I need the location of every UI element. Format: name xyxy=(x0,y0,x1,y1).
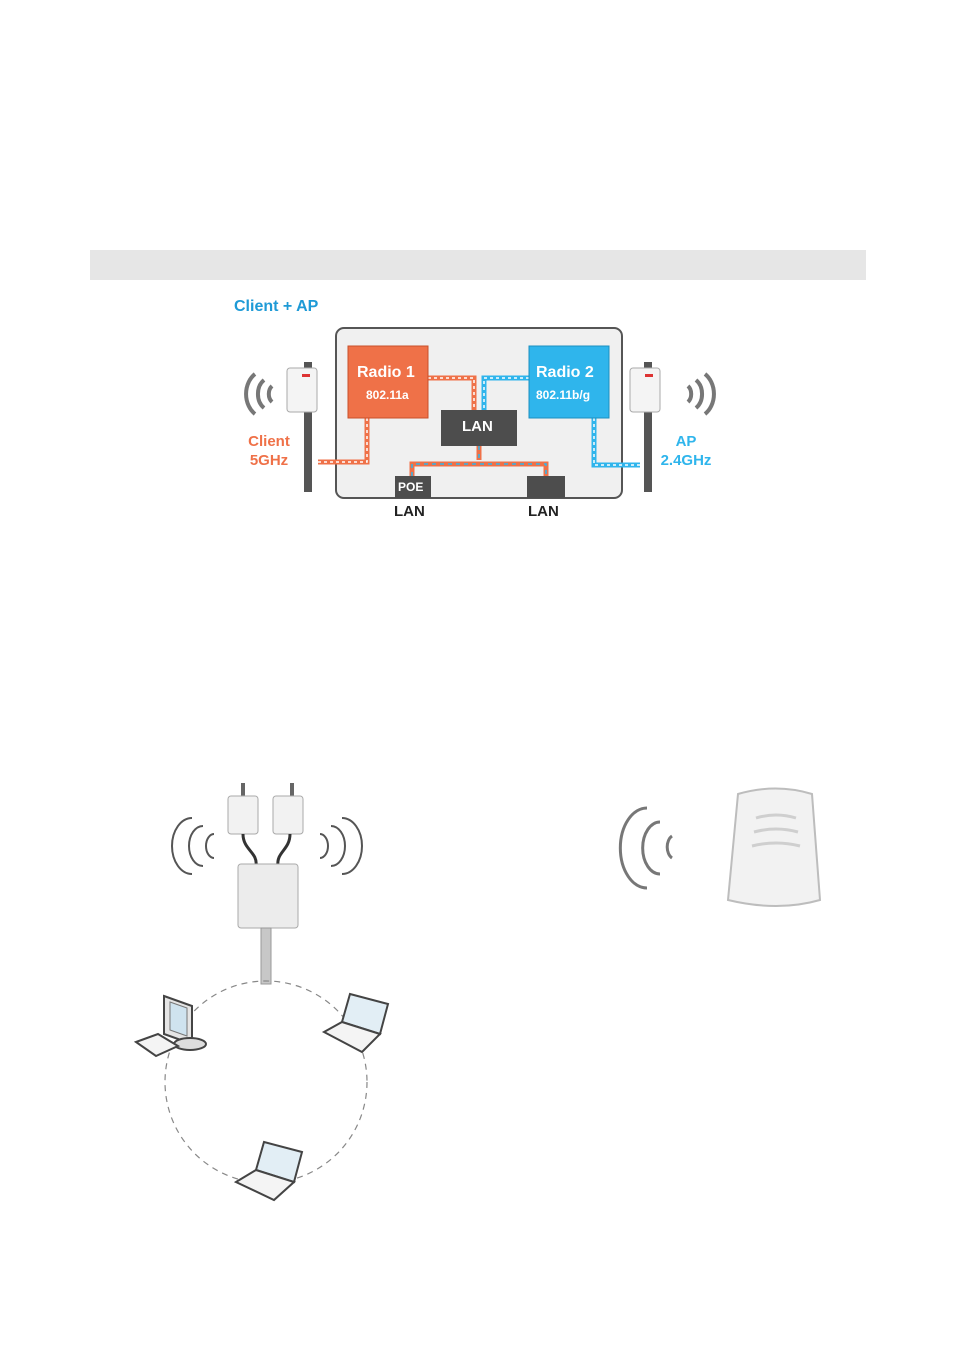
poe-label: POE xyxy=(398,480,423,494)
laptop-icon xyxy=(324,994,388,1052)
radio1-name: Radio 1 xyxy=(357,364,415,382)
lan-center-label: LAN xyxy=(462,418,493,435)
desktop-computer-icon xyxy=(136,996,206,1056)
port-left-label: LAN xyxy=(394,503,425,520)
client-side-line1: Client xyxy=(242,432,296,451)
radio1-standard: 802.11a xyxy=(366,388,409,402)
ap-side-label: AP 2.4GHz xyxy=(654,432,718,470)
radio2-standard: 802.11b/g xyxy=(536,388,590,402)
wifi-waves-router-icon xyxy=(620,808,672,888)
wifi-waves-right-icon xyxy=(688,374,714,414)
wifi-waves-left-icon xyxy=(246,374,272,414)
diagram-title: Client + AP xyxy=(234,298,318,316)
antenna-right-icon xyxy=(630,362,660,492)
radio1-box xyxy=(348,346,428,418)
router-icon xyxy=(728,789,820,907)
ap-side-line1: AP xyxy=(654,432,718,451)
antenna-left-icon xyxy=(287,362,317,492)
radio2-box xyxy=(529,346,609,418)
ap-side-line2: 2.4GHz xyxy=(654,451,718,470)
port-right-label: LAN xyxy=(528,503,559,520)
lan-port-box xyxy=(527,476,565,498)
laptop-icon xyxy=(236,1142,302,1200)
client-side-label: Client 5GHz xyxy=(242,432,296,470)
client-side-line2: 5GHz xyxy=(242,451,296,470)
dual-antenna-unit-icon xyxy=(228,783,303,984)
radio2-name: Radio 2 xyxy=(536,364,594,382)
